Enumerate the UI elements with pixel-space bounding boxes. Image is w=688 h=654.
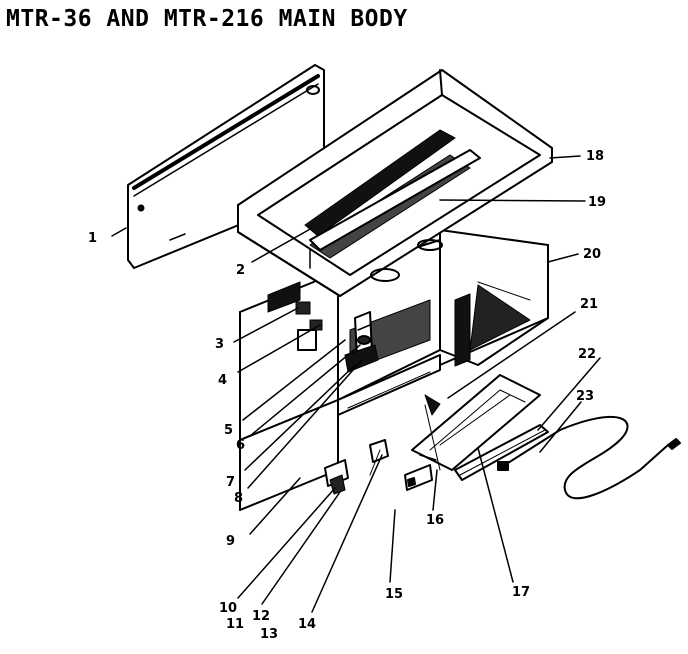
callout-12: 12	[252, 609, 270, 624]
callout-23: 23	[576, 389, 594, 404]
callout-labels: 1 2 3 4 5 6 7 8 9 10 11 12 13 14 15 16 1…	[88, 149, 606, 642]
callout-1: 1	[88, 231, 97, 246]
diagram-title: MTR-36 AND MTR-216 MAIN BODY	[6, 6, 408, 32]
callout-17: 17	[512, 585, 530, 600]
front-rail-part	[337, 354, 441, 471]
callout-2: 2	[236, 263, 245, 278]
callout-9: 9	[226, 534, 235, 549]
callout-21: 21	[580, 297, 598, 312]
tray-assembly-part	[411, 374, 541, 471]
foot-bracket-parts	[324, 439, 433, 495]
callout-22: 22	[578, 347, 596, 362]
callout-20: 20	[583, 247, 601, 262]
callout-16: 16	[426, 513, 444, 528]
leader-lines	[111, 155, 601, 613]
callout-5: 5	[224, 423, 233, 438]
callout-14: 14	[298, 617, 316, 632]
callout-8: 8	[234, 491, 243, 506]
power-cord-part	[497, 415, 681, 500]
callout-11: 11	[226, 617, 244, 632]
callout-15: 15	[385, 587, 403, 602]
callout-6: 6	[236, 438, 245, 453]
callout-13: 13	[260, 627, 278, 642]
callout-19: 19	[588, 195, 606, 210]
callout-4: 4	[218, 373, 227, 388]
callout-7: 7	[226, 475, 235, 490]
callout-3: 3	[215, 337, 224, 352]
callout-18: 18	[586, 149, 604, 164]
top-frame-part	[237, 69, 553, 297]
bracket-part	[454, 424, 549, 481]
callout-10: 10	[219, 601, 237, 616]
